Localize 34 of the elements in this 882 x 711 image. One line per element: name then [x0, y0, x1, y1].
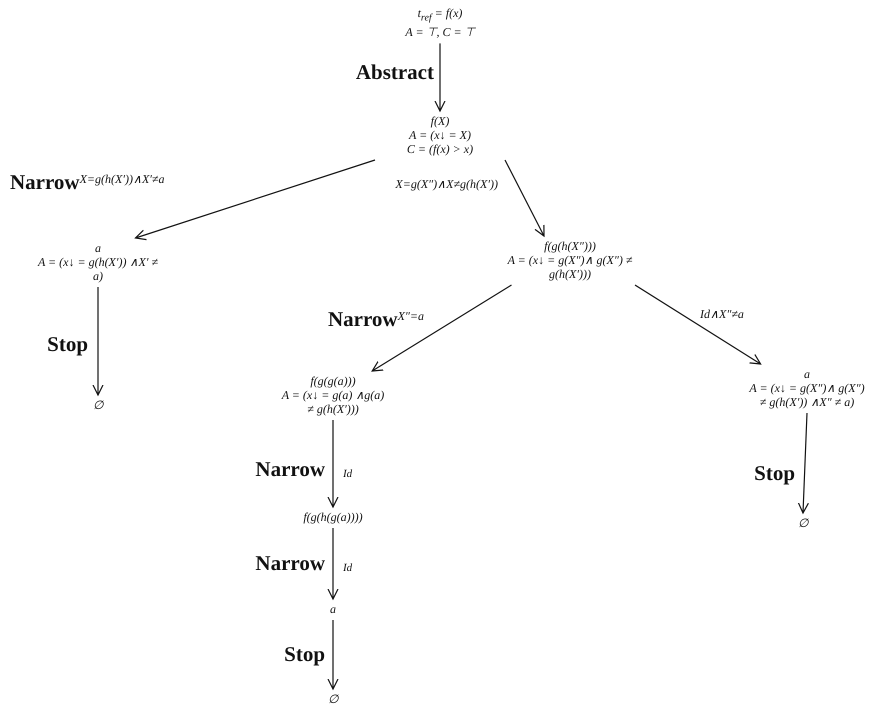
term-text: f(g(h(X″))) [544, 239, 596, 253]
term-text: a [804, 367, 810, 381]
term-text: f(X) [430, 114, 450, 128]
edge-label: Id∧X″≠a [700, 308, 744, 320]
arrow [327, 420, 339, 508]
constraint-text: A = (x↓ = X) [409, 128, 471, 142]
edge-annotation: Id [343, 562, 352, 574]
edge-label: Stop [47, 334, 88, 355]
arrow [327, 528, 339, 600]
term-text: a [330, 602, 336, 616]
constraint-text: A = (x↓ = g(X″)∧ g(X″) ≠ g(h(X′)) ∧X″ ≠ a) [749, 381, 865, 409]
constraint-text: C = (f(x) > x) [406, 142, 474, 156]
arrow [372, 284, 512, 372]
term-text: a [95, 241, 101, 255]
constraint-text: A = (x↓ = g(X″)∧ g(X″) ≠ g(h(X′))) [508, 253, 632, 281]
arrow [798, 412, 809, 514]
edge-label: Stop [754, 463, 795, 484]
constraint-text: A = (x↓ = g(a) ∧g(a) ≠ g(h(X′))) [282, 388, 384, 416]
arrow [504, 160, 545, 237]
term-text: ∅ [328, 692, 338, 706]
arrow [134, 159, 376, 240]
arrow [327, 620, 339, 690]
term-text: f(g(g(a))) [310, 374, 356, 388]
edge-label: X=g(X″)∧X≠g(h(X′)) [395, 178, 498, 190]
edge-annotation: Id [343, 468, 352, 480]
arrow [434, 43, 446, 112]
arrow [92, 287, 104, 396]
arrow [634, 284, 762, 365]
term-text: ∅ [798, 516, 808, 530]
term-text: f(g(h(g(a)))) [303, 510, 363, 524]
constraint-text: A = ⊤, C = ⊤ [405, 25, 475, 40]
edge-label: Stop [284, 644, 325, 665]
term-text: ∅ [93, 398, 103, 412]
constraint-text: A = (x↓ = g(h(X′)) ∧X′ ≠ a) [38, 255, 158, 283]
